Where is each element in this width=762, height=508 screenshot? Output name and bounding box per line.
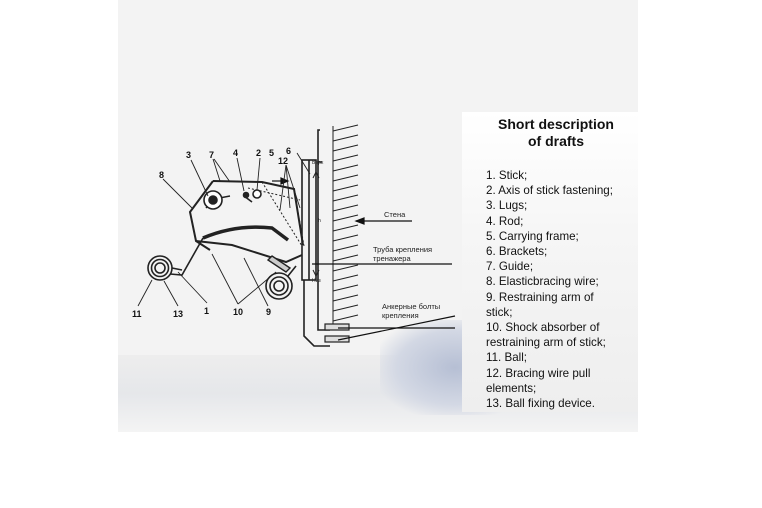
label-lower: Низ — [312, 278, 321, 284]
list-item: 2. Axis of stick fastening; — [486, 184, 613, 198]
stick-assembly — [169, 180, 305, 276]
list-item: 5. Carrying frame; — [486, 229, 579, 243]
anchor-plates — [324, 323, 350, 343]
part-number-10: 10 — [233, 307, 243, 317]
part-number-6: 6 — [286, 146, 291, 156]
list-item: 11. Ball; — [486, 351, 528, 365]
part-number-1: 1 — [204, 306, 209, 316]
carrying-frame — [301, 129, 330, 347]
label-pointers — [272, 177, 456, 341]
description-title-line2: of drafts — [528, 133, 584, 149]
list-item: restraining arm of stick; — [486, 336, 606, 350]
part-number-3: 3 — [186, 150, 191, 160]
list-item: 12. Bracing wire pull — [486, 366, 591, 380]
wall-hatching — [332, 124, 359, 330]
description-list: 1. Stick; 2. Axis of stick fastening; 3.… — [486, 168, 636, 411]
part-number-7: 7 — [209, 150, 214, 160]
part-number-2: 2 — [256, 148, 261, 158]
label-tube-line1: Труба крепления — [373, 245, 432, 254]
list-item: 10. Shock absorber of — [486, 321, 600, 335]
list-item: 7. Guide; — [486, 260, 534, 274]
list-item: stick; — [486, 305, 513, 319]
shock-absorber-10 — [265, 265, 297, 300]
label-bolts-line1: Анкерные болты — [382, 302, 440, 311]
label-wall: Стена — [384, 210, 406, 219]
description-panel — [462, 112, 638, 412]
description-title: Short description of drafts — [462, 116, 650, 150]
label-bolts-line2: крепления — [382, 311, 419, 320]
description-title-line1: Short description — [498, 116, 614, 132]
list-item: 4. Rod; — [486, 214, 524, 228]
part-number-8: 8 — [159, 170, 164, 180]
list-item: 1. Stick; — [486, 169, 528, 182]
leader-lines — [137, 152, 311, 307]
part-number-11: 11 — [132, 309, 142, 319]
ball-11 — [147, 255, 183, 281]
lugs — [203, 189, 262, 210]
label-upper: Верх — [312, 160, 324, 166]
part-number-12: 12 — [278, 156, 288, 166]
part-number-4: 4 — [233, 148, 238, 158]
list-item: 3. Lugs; — [486, 199, 528, 213]
label-tube-line2: тренажера — [373, 254, 411, 263]
part-number-13: 13 — [173, 309, 183, 319]
part-number-9: 9 — [266, 307, 271, 317]
list-item: 13. Ball fixing device. — [486, 397, 595, 411]
list-item: 8. Elasticbracing wire; — [486, 275, 599, 289]
part-number-5: 5 — [269, 148, 274, 158]
label-height: h — [318, 218, 321, 224]
list-item: 6. Brackets; — [486, 245, 548, 259]
list-item: 9. Restraining arm of — [486, 290, 594, 304]
list-item: elements; — [486, 381, 537, 395]
